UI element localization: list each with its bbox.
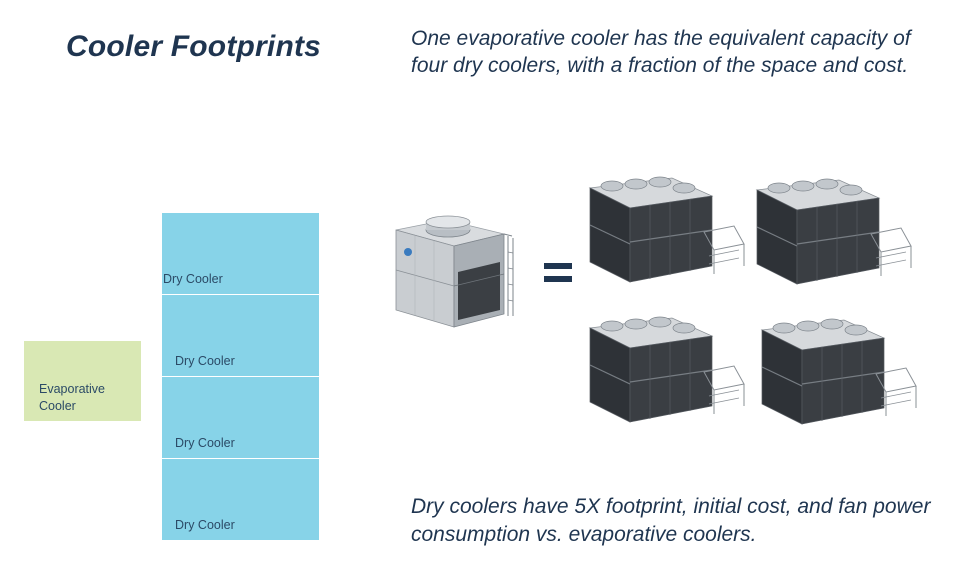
dry-cooler-footprint: Dry Cooler: [162, 377, 319, 459]
evaporative-cooler-image: [395, 215, 514, 328]
dry-cooler-image: [755, 178, 912, 285]
dry-cooler-image: [588, 176, 745, 283]
dry-cooler-image: [760, 318, 917, 425]
evaporative-cooler-footprint: Evaporative Cooler: [24, 341, 141, 421]
page-title: Cooler Footprints: [66, 30, 322, 63]
dry-cooler-footprint: Dry Cooler: [162, 295, 319, 377]
dry-cooler-footprint: Dry Cooler: [162, 459, 319, 541]
dry-cooler-label: Dry Cooler: [175, 354, 235, 368]
subtitle-text: One evaporative cooler has the equivalen…: [411, 27, 911, 77]
bottom-note: Dry coolers have 5X footprint, initial c…: [411, 495, 931, 546]
evaporative-cooler-label: Evaporative Cooler: [39, 382, 106, 413]
dry-cooler-footprint: Dry Cooler: [162, 213, 319, 295]
dry-cooler-label: Dry Cooler: [163, 272, 223, 286]
dry-cooler-label: Dry Cooler: [175, 518, 235, 532]
equals-sign: [544, 263, 572, 283]
dry-cooler-footprint-stack: Dry Cooler Dry Cooler Dry Cooler Dry Coo…: [162, 213, 319, 541]
dry-cooler-label: Dry Cooler: [175, 436, 235, 450]
dry-cooler-image: [588, 316, 745, 423]
